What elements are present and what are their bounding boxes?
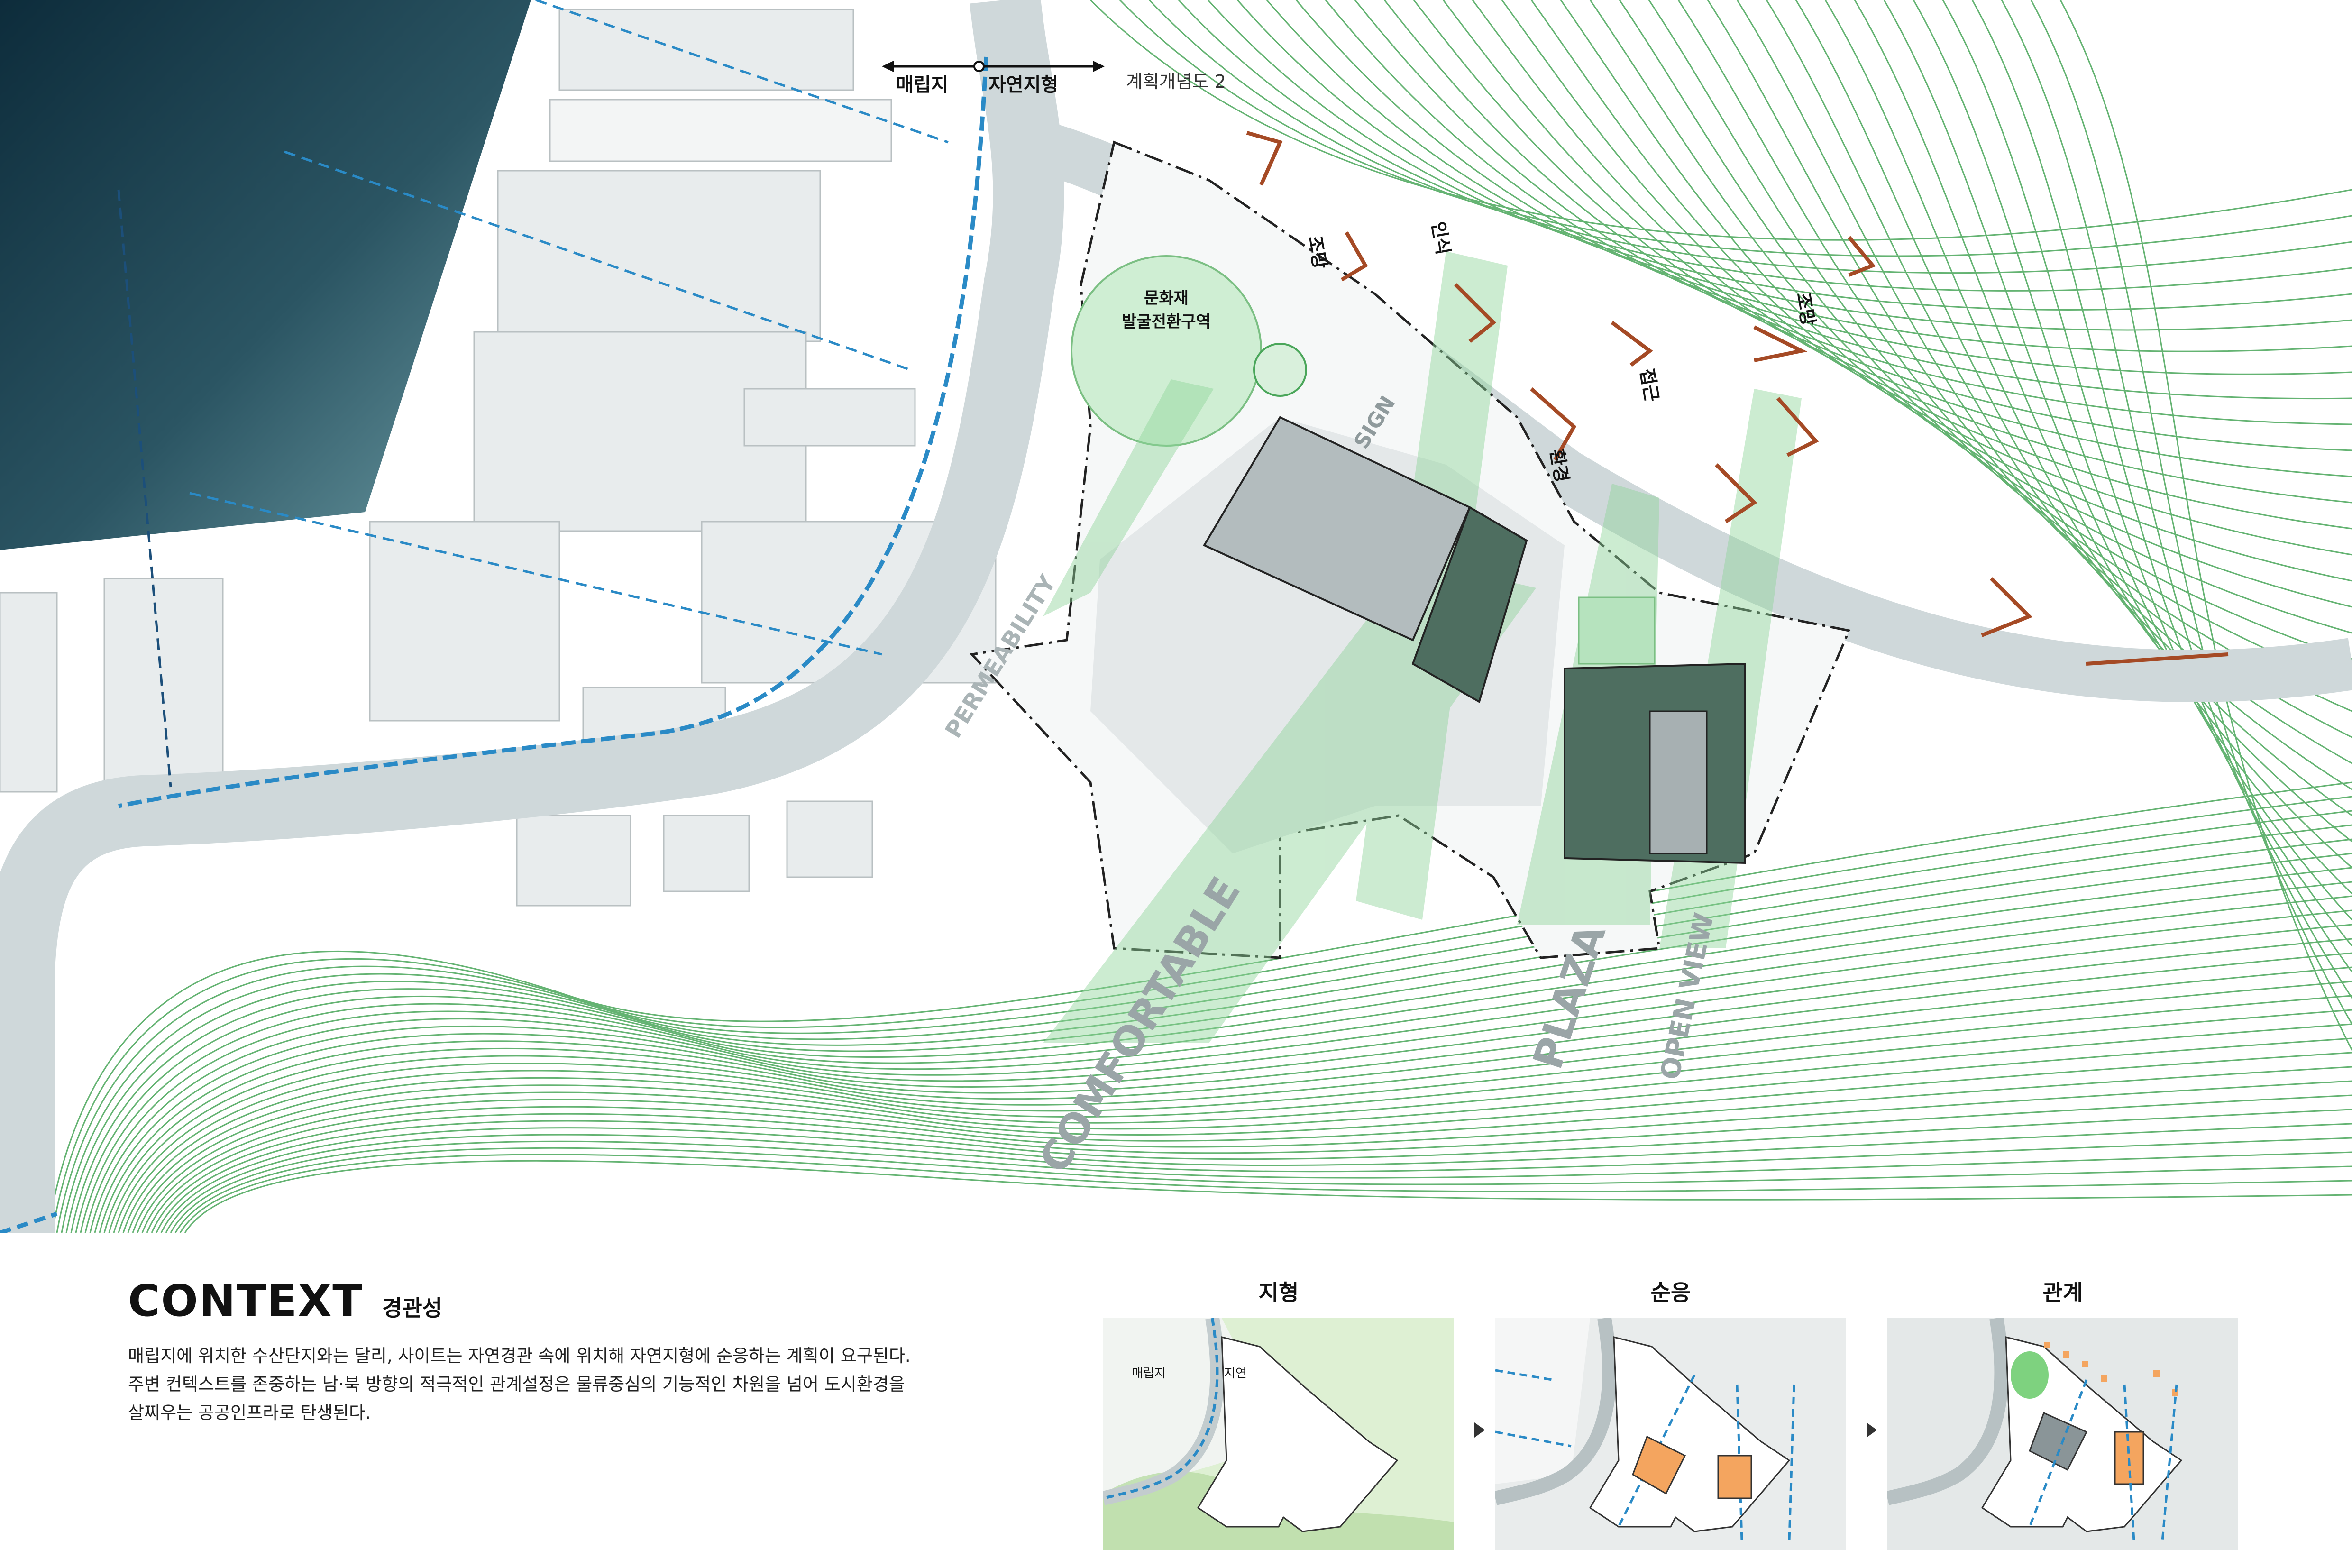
context-subtitle: 경관성 [382, 1295, 442, 1321]
contour-line [122, 1009, 2352, 1233]
contour-line [1442, 0, 2352, 504]
panel-relation [1887, 1318, 2238, 1550]
contour-line [1472, 0, 2352, 530]
description-line-1: 매립지에 위치한 수산단지와는 달리, 사이트는 자연경관 속에 위치해 자연지… [128, 1346, 911, 1366]
contour-line [84, 895, 2352, 1233]
contour-line [174, 1147, 2352, 1233]
contour-line [1530, 0, 2352, 582]
heritage-label-line2: 발굴전환구역 [1122, 312, 1211, 331]
contour-line [1677, 0, 2352, 712]
contour-line [118, 995, 2352, 1233]
legend-right-label: 자연지형 [988, 74, 1058, 96]
contour-line [89, 909, 2352, 1233]
contour-line [1325, 0, 2352, 400]
contour-line [160, 1123, 2352, 1233]
main-warehouse [1203, 416, 1471, 642]
contour-line [103, 952, 2352, 1233]
contour-line [70, 853, 2352, 1233]
contour-line [179, 1154, 2352, 1233]
panel-label-reclaimed: 매립지 [1132, 1366, 1166, 1381]
panel-title-terrain: 지형 [1258, 1280, 1299, 1305]
panel-label-nature: 지연 [1224, 1366, 1247, 1381]
contour-line [1824, 0, 2352, 843]
description-line-2: 주변 컨텍스트를 존중하는 남·북 방향의 적극적인 관계설정은 물류중심의 기… [128, 1374, 905, 1394]
contour-line [56, 810, 2352, 1233]
contour-line [61, 824, 2352, 1233]
keyword-access: 접근 [1636, 367, 1662, 403]
contour-line [165, 1134, 2352, 1233]
panel-title-relation: 관계 [2042, 1280, 2083, 1305]
contour-line [1854, 0, 2352, 869]
contour-line [108, 966, 2352, 1233]
panel-adaptation [1495, 1318, 1846, 1550]
arrow-icon [1474, 1422, 1485, 1438]
contour-line [170, 1140, 2352, 1233]
contour-line [156, 1109, 2352, 1233]
contour-line [1501, 0, 2352, 556]
village-houses [1246, 131, 2229, 666]
contour-line [1619, 0, 2352, 660]
contour-line [75, 867, 2352, 1233]
contour-line [2030, 0, 2352, 1025]
context-description: 매립지에 위치한 수산단지와는 달리, 사이트는 자연경관 속에 위치해 자연지… [128, 1342, 1029, 1427]
contour-line [99, 938, 2352, 1233]
panel-title-adaptation: 순응 [1650, 1280, 1691, 1305]
contour-line [94, 924, 2352, 1233]
context-header: CONTEXT 경관성 [128, 1275, 442, 1326]
contour-line [1913, 0, 2352, 921]
keyword-view-2: 조망 [1793, 291, 1819, 328]
description-line-3: 살찌우는 공공인프라로 탄생된다. [128, 1403, 371, 1423]
contour-line [1354, 0, 2352, 425]
contour-line [1148, 0, 2352, 274]
contour-line [80, 881, 2352, 1233]
contour-line [2059, 0, 2352, 1051]
contour-line [1207, 0, 2352, 311]
contour-line [51, 796, 2352, 1233]
heritage-label-line1: 문화재 [1144, 289, 1189, 308]
arrow-icon [1867, 1422, 1877, 1438]
contour-line [184, 1160, 2352, 1233]
panel-terrain: 매립지 지연 [1103, 1318, 1454, 1550]
contour-line [1236, 0, 2352, 331]
reclaimed-blocks [0, 9, 997, 907]
market-core [1649, 710, 1708, 854]
warehouse-annex [1411, 506, 1528, 703]
reference-lines [0, 0, 988, 1233]
contour-line [1648, 0, 2352, 686]
sea-area [0, 0, 531, 550]
plaza-steps [1578, 596, 1656, 665]
contour-line [1295, 0, 2352, 375]
contour-line [1413, 0, 2352, 477]
context-title: CONTEXT [128, 1275, 364, 1326]
contour-line [1089, 0, 2352, 241]
contour-line [1383, 0, 2352, 451]
site-plan: 매립지 자연지형 계획개념도 2 문화재 발굴전환구역 PERMEABILITY… [0, 0, 2352, 1233]
contour-line [1266, 0, 2352, 352]
legend-caption: 계획개념도 2 [1126, 71, 1226, 92]
contour-line [127, 1023, 2352, 1233]
contour-line [1707, 0, 2352, 738]
contour-line [1883, 0, 2352, 895]
contour-line [146, 1080, 2352, 1233]
contour-line [46, 781, 2352, 1233]
contour-line [65, 838, 2352, 1233]
contour-line [113, 981, 2352, 1233]
legend-axis [882, 61, 1105, 72]
legend-left-label: 매립지 [896, 74, 948, 96]
contour-line [151, 1094, 2352, 1233]
contour-line [1589, 0, 2352, 634]
contour-line [1942, 0, 2352, 946]
contour-line [132, 1037, 2352, 1233]
contour-line [141, 1066, 2352, 1233]
contour-line [137, 1052, 2352, 1233]
heritage-tree [1253, 343, 1307, 397]
keyword-recognition: 인식 [1428, 220, 1454, 257]
main-road [0, 0, 1064, 1233]
